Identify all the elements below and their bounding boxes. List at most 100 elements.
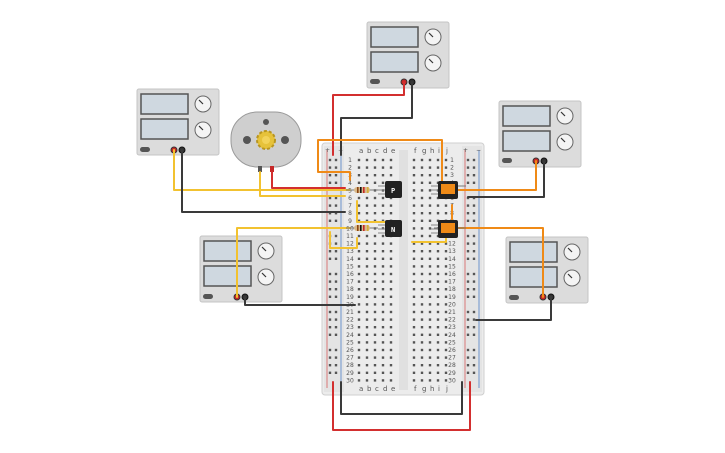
wire-yellow[interactable] [236, 227, 351, 298]
breadboard-hole[interactable] [428, 356, 432, 359]
rail-hole[interactable] [328, 272, 332, 276]
rail-hole[interactable] [328, 204, 332, 207]
breadboard-hole[interactable] [365, 174, 369, 177]
breadboard-hole[interactable] [428, 272, 432, 276]
breadboard-hole[interactable] [389, 348, 393, 352]
rail-hole[interactable] [466, 280, 470, 283]
breadboard-hole[interactable] [389, 364, 393, 367]
rail-hole[interactable] [334, 295, 338, 298]
wire-orange[interactable] [457, 227, 544, 298]
breadboard-hole[interactable] [357, 272, 361, 276]
breadboard-hole[interactable] [436, 295, 440, 298]
breadboard-hole[interactable] [436, 181, 440, 184]
breadboard-hole[interactable] [357, 166, 361, 169]
breadboard-hole[interactable] [381, 181, 385, 184]
rail-hole[interactable] [334, 242, 338, 245]
breadboard-hole[interactable] [381, 310, 385, 314]
rail-hole[interactable] [472, 158, 476, 162]
breadboard-hole[interactable] [412, 356, 416, 359]
breadboard-hole[interactable] [436, 364, 440, 367]
breadboard-hole[interactable] [428, 326, 432, 329]
breadboard-hole[interactable] [357, 257, 361, 260]
breadboard-hole[interactable] [365, 364, 369, 367]
breadboard-hole[interactable] [389, 326, 393, 329]
breadboard-hole[interactable] [428, 310, 432, 314]
rail-hole[interactable] [328, 288, 332, 291]
rail-hole[interactable] [328, 196, 332, 200]
breadboard-hole[interactable] [357, 341, 361, 344]
breadboard-hole[interactable] [444, 318, 448, 321]
rail-hole[interactable] [466, 348, 470, 352]
rail-hole[interactable] [328, 181, 332, 184]
breadboard-hole[interactable] [436, 204, 440, 207]
breadboard-hole[interactable] [357, 196, 361, 200]
breadboard-hole[interactable] [381, 379, 385, 382]
rail-hole[interactable] [472, 204, 476, 207]
breadboard-hole[interactable] [444, 158, 448, 162]
breadboard-hole[interactable] [444, 288, 448, 291]
breadboard-hole[interactable] [444, 310, 448, 314]
breadboard-hole[interactable] [381, 326, 385, 329]
breadboard-hole[interactable] [420, 257, 424, 260]
breadboard-hole[interactable] [373, 181, 377, 184]
breadboard-hole[interactable] [389, 158, 393, 162]
breadboard-hole[interactable] [373, 379, 377, 382]
breadboard-hole[interactable] [381, 212, 385, 215]
breadboard-hole[interactable] [389, 166, 393, 169]
wire-yellow[interactable] [329, 231, 358, 249]
rail-hole[interactable] [328, 257, 332, 260]
breadboard-hole[interactable] [412, 348, 416, 352]
breadboard-hole[interactable] [389, 303, 393, 306]
breadboard-hole[interactable] [365, 356, 369, 359]
rail-hole[interactable] [334, 234, 338, 238]
breadboard-hole[interactable] [357, 356, 361, 359]
rail-hole[interactable] [334, 272, 338, 276]
breadboard-hole[interactable] [428, 288, 432, 291]
rail-hole[interactable] [334, 257, 338, 260]
breadboard-hole[interactable] [373, 371, 377, 374]
breadboard-hole[interactable] [412, 265, 416, 268]
rail-hole[interactable] [466, 272, 470, 276]
breadboard-hole[interactable] [444, 280, 448, 283]
breadboard-hole[interactable] [373, 326, 377, 329]
breadboard-hole[interactable] [365, 318, 369, 321]
dc-motor[interactable] [230, 111, 302, 172]
breadboard-hole[interactable] [389, 265, 393, 268]
breadboard-hole[interactable] [412, 272, 416, 276]
breadboard-hole[interactable] [381, 234, 385, 238]
breadboard-hole[interactable] [436, 212, 440, 215]
breadboard-hole[interactable] [420, 288, 424, 291]
power-supply-left-lower[interactable] [199, 235, 283, 303]
breadboard-hole[interactable] [373, 166, 377, 169]
rail-hole[interactable] [328, 356, 332, 359]
rail-hole[interactable] [328, 333, 332, 336]
breadboard-hole[interactable] [436, 341, 440, 344]
breadboard-hole[interactable] [373, 265, 377, 268]
breadboard-hole[interactable] [373, 280, 377, 283]
breadboard-hole[interactable] [428, 196, 432, 200]
breadboard-hole[interactable] [420, 181, 424, 184]
breadboard-hole[interactable] [420, 303, 424, 306]
breadboard-hole[interactable] [436, 333, 440, 336]
breadboard-hole[interactable] [381, 303, 385, 306]
breadboard-hole[interactable] [412, 364, 416, 367]
breadboard-hole[interactable] [420, 318, 424, 321]
breadboard-hole[interactable] [389, 204, 393, 207]
breadboard-hole[interactable] [365, 212, 369, 215]
breadboard-hole[interactable] [373, 242, 377, 245]
breadboard-hole[interactable] [420, 333, 424, 336]
breadboard-hole[interactable] [436, 303, 440, 306]
rail-hole[interactable] [334, 318, 338, 321]
rail-hole[interactable] [334, 356, 338, 359]
rail-hole[interactable] [466, 257, 470, 260]
rail-hole[interactable] [334, 280, 338, 283]
breadboard-hole[interactable] [357, 310, 361, 314]
breadboard-hole[interactable] [365, 310, 369, 314]
breadboard-hole[interactable] [389, 333, 393, 336]
breadboard-hole[interactable] [381, 265, 385, 268]
breadboard-hole[interactable] [373, 158, 377, 162]
breadboard-hole[interactable] [373, 303, 377, 306]
breadboard-hole[interactable] [373, 174, 377, 177]
resistor[interactable] [346, 187, 378, 193]
rail-hole[interactable] [328, 280, 332, 283]
